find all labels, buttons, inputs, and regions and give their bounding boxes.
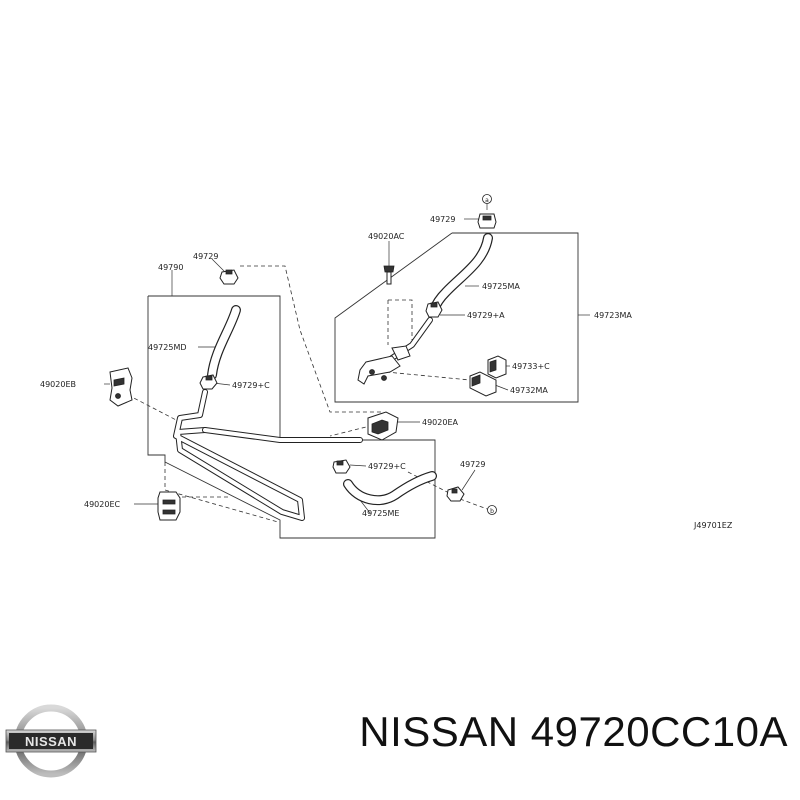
- label-49020EC: 49020EC: [84, 500, 121, 509]
- label-49732MA: 49732MA: [510, 386, 548, 395]
- label-49729-topright: 49729: [430, 215, 455, 224]
- label-49020AC: 49020AC: [368, 232, 405, 241]
- label-49729-top: 49729: [193, 252, 218, 261]
- label-49725ME: 49725ME: [362, 509, 399, 518]
- label-49729C-mid: 49729+C: [232, 381, 270, 390]
- leader-lines: [104, 203, 590, 514]
- label-49729-low: 49729: [460, 460, 485, 469]
- assembly-frames: [127, 232, 579, 539]
- label-49729C-low: 49729+C: [368, 462, 406, 471]
- label-49020EA: 49020EA: [422, 418, 459, 427]
- nissan-logo: NISSAN: [5, 704, 97, 778]
- hardware: [109, 213, 507, 521]
- label-49725MD: 49725MD: [148, 343, 187, 352]
- circled-refs: a b: [482, 194, 497, 515]
- circled-ref-a: a: [485, 197, 489, 204]
- part-caption: NISSAN 49720CC10A: [359, 708, 788, 755]
- drawing-code: J49701EZ: [693, 521, 733, 530]
- label-49733C: 49733+C: [512, 362, 550, 371]
- part-labels: 49790 49729 49729 49020AC 49725MA 49729+…: [40, 215, 733, 530]
- logo-text: NISSAN: [25, 734, 77, 749]
- label-49020EB: 49020EB: [40, 380, 76, 389]
- circled-ref-b: b: [490, 508, 494, 515]
- label-49729A: 49729+A: [467, 311, 505, 320]
- label-49725MA: 49725MA: [482, 282, 520, 291]
- label-49790: 49790: [158, 263, 183, 272]
- hose-assembly: [173, 233, 493, 521]
- label-49723MA: 49723MA: [594, 311, 632, 320]
